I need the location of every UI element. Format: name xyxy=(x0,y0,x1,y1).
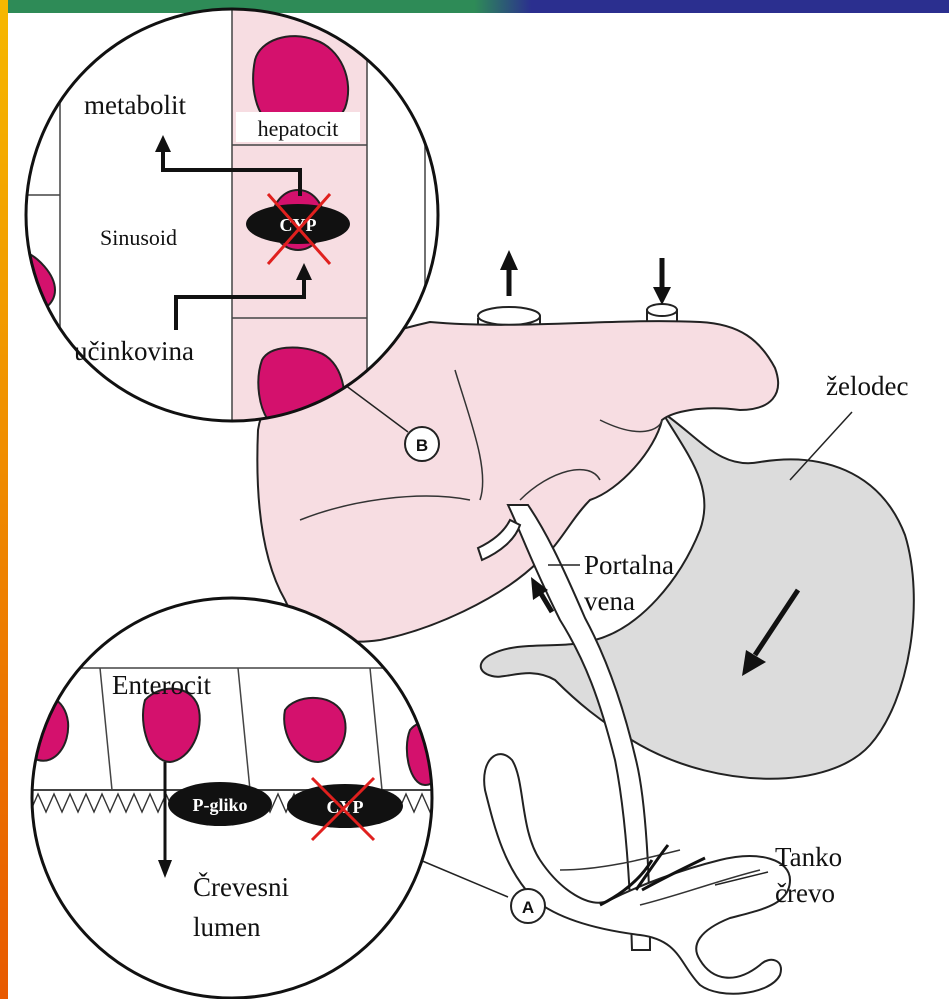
crevo-label: črevo xyxy=(775,878,835,908)
p-glycoprotein: P-gliko xyxy=(168,782,272,826)
marker-a: A xyxy=(511,889,545,923)
svg-text:B: B xyxy=(416,436,428,455)
sinusoid-label: Sinusoid xyxy=(100,225,177,250)
tanko-label: Tanko xyxy=(775,842,842,872)
outflow-arrow xyxy=(500,250,518,296)
ucinkovina-label: učinkovina xyxy=(74,336,194,366)
header-strip xyxy=(0,0,949,13)
left-accent-bar xyxy=(0,0,8,999)
leader-a xyxy=(420,860,508,897)
vena-label: vena xyxy=(584,586,635,616)
portalna-label: Portalna xyxy=(584,550,674,580)
hepatocit-label: hepatocit xyxy=(258,116,339,141)
zelodec-label: želodec xyxy=(826,371,908,401)
svg-text:A: A xyxy=(522,898,534,917)
lumen-label: lumen xyxy=(193,912,261,942)
cyp-liver: CYP xyxy=(246,204,350,244)
enterocit-label: Enterocit xyxy=(112,670,211,700)
inflow-arrow xyxy=(653,258,671,305)
crevesni-label: Črevesni xyxy=(193,872,289,902)
svg-text:P-gliko: P-gliko xyxy=(192,795,247,815)
intestine-zoom: P-gliko CYP Enterocit Črevesni lumen xyxy=(20,598,460,998)
metabolit-label: metabolit xyxy=(84,90,186,120)
marker-b: B xyxy=(405,427,439,461)
